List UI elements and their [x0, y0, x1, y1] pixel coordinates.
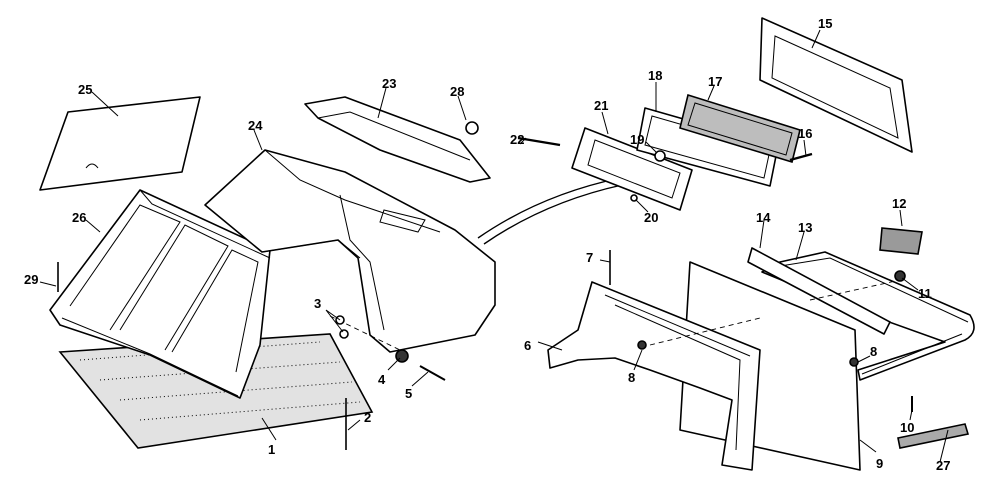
callout-28: 28: [450, 84, 464, 99]
callout-17: 17: [708, 74, 722, 89]
callout-7: 7: [586, 250, 593, 265]
callout-12: 12: [892, 196, 906, 211]
callout-23: 23: [382, 76, 396, 91]
callout-13: 13: [798, 220, 812, 235]
callout-8-b: 8: [870, 344, 877, 359]
wiring-cable: [477, 177, 623, 245]
callout-14: 14: [756, 210, 771, 225]
callout-26: 26: [72, 210, 86, 225]
callout-24: 24: [248, 118, 263, 133]
callout-16: 16: [798, 126, 812, 141]
callout-1: 1: [268, 442, 275, 457]
callout-3: 3: [314, 296, 321, 311]
callout-20: 20: [644, 210, 658, 225]
hood-body: [204, 149, 496, 353]
callout-21: 21: [594, 98, 608, 113]
callout-6: 6: [524, 338, 531, 353]
hardware: [57, 121, 913, 450]
callout-2: 2: [364, 410, 371, 425]
callout-25: 25: [78, 82, 92, 97]
windshield-frame: [49, 189, 271, 399]
side-panel: [39, 96, 201, 191]
callout-4: 4: [378, 372, 386, 387]
callout-22: 22: [510, 132, 524, 147]
callout-27: 27: [936, 458, 950, 473]
leader-lines: [39, 29, 949, 463]
callout-10: 10: [900, 420, 914, 435]
small-plate: [879, 227, 923, 255]
trim-strip: [897, 423, 970, 449]
callout-5: 5: [405, 386, 412, 401]
callout-15: 15: [818, 16, 832, 31]
hood-cap: [304, 96, 491, 183]
callout-29: 29: [24, 272, 38, 287]
callout-11: 11: [918, 286, 932, 301]
mounting-strip: [747, 247, 891, 335]
light-lens: [679, 93, 801, 164]
callout-9: 9: [876, 456, 883, 471]
callout-8-a: 8: [628, 370, 635, 385]
callout-labels: 1 2 3 4 5 6 7 8 8 9 10 11 12 13 14 15 16…: [24, 16, 950, 473]
callout-19: 19: [630, 132, 644, 147]
windshield-glass: [759, 17, 913, 153]
front-frame: [547, 281, 761, 471]
callout-18: 18: [648, 68, 662, 83]
